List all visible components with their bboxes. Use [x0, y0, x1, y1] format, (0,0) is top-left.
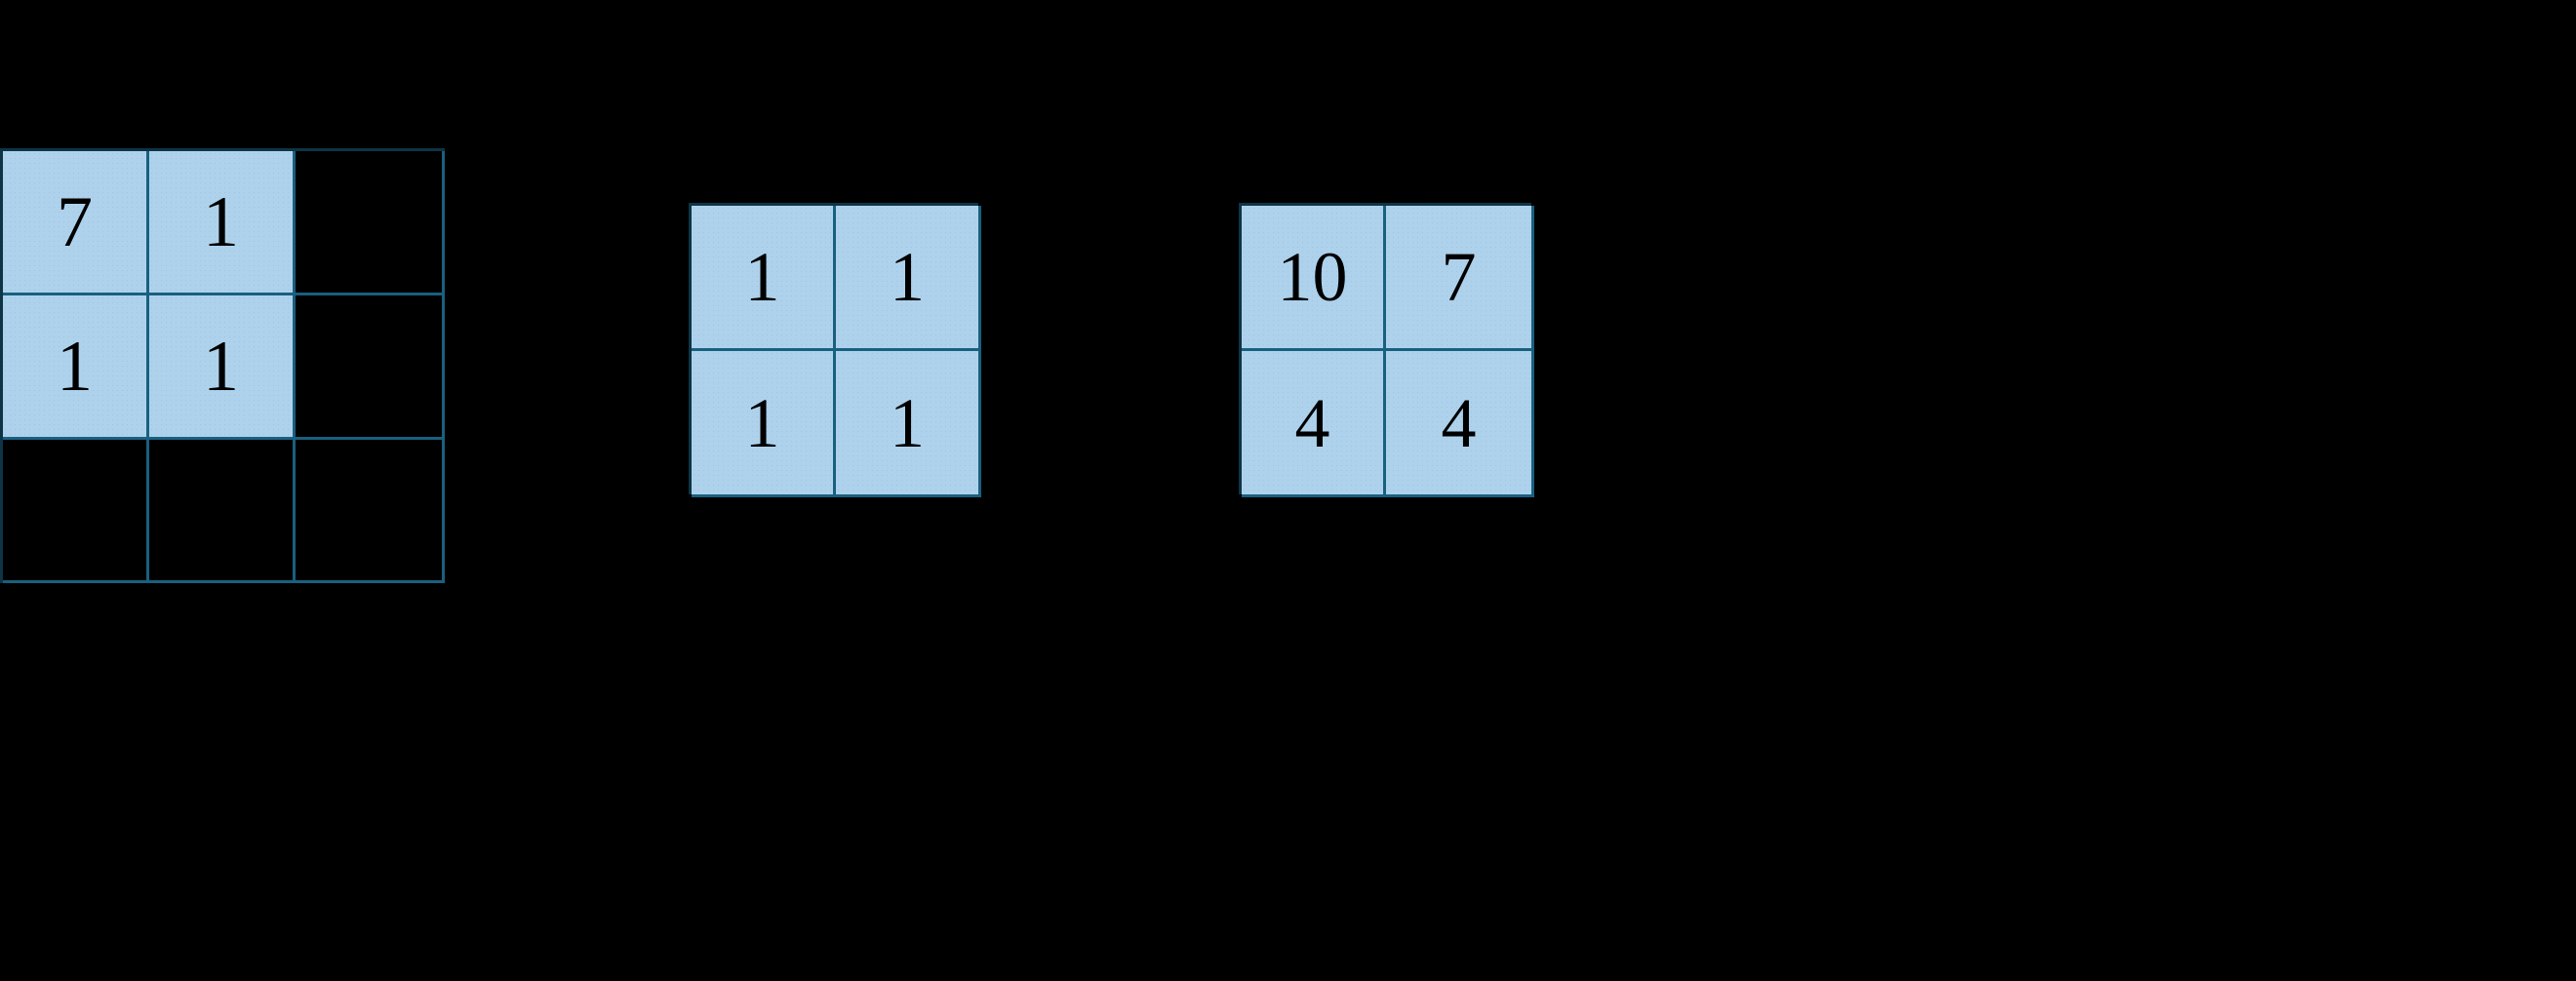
matrix-cell	[3, 440, 149, 583]
matrix-cell: 7	[3, 151, 149, 295]
matrix-cell: 1	[149, 295, 296, 440]
right-matrix: 10 7 4 4	[1239, 203, 1534, 497]
matrix-cell	[296, 440, 445, 583]
matrix-cell: 4	[1386, 351, 1534, 497]
matrix-cell: 1	[836, 351, 981, 497]
matrix-cell: 1	[3, 295, 149, 440]
matrix-cell: 7	[1386, 206, 1534, 351]
matrix-cell: 1	[692, 206, 836, 351]
middle-matrix: 1 1 1 1	[689, 203, 981, 497]
matrix-cell: 10	[1242, 206, 1386, 351]
matrix-cell: 1	[836, 206, 981, 351]
matrix-cell	[149, 440, 296, 583]
left-matrix: 7 1 1 1	[0, 148, 445, 583]
matrix-cell	[296, 295, 445, 440]
matrix-cell: 1	[149, 151, 296, 295]
matrix-cell: 1	[692, 351, 836, 497]
matrix-cell	[296, 151, 445, 295]
matrix-cell: 4	[1242, 351, 1386, 497]
